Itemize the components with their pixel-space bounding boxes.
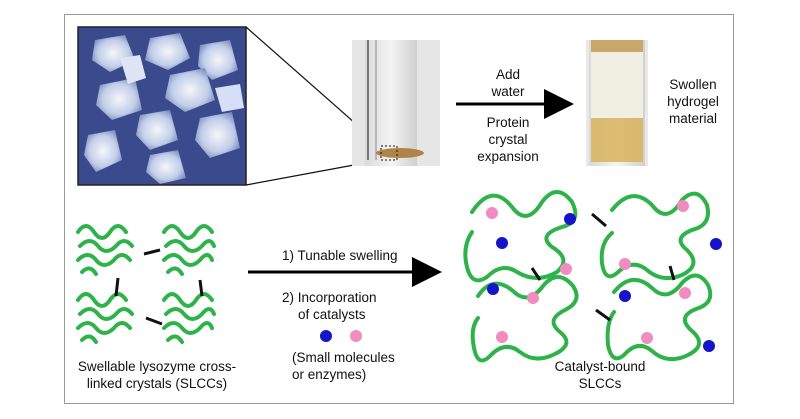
slcc-network bbox=[76, 224, 216, 344]
crystal-expansion-line-3: expansion bbox=[477, 149, 539, 164]
swollen-hydrogel-line-3: material bbox=[668, 111, 717, 126]
swollen-hydrogel-label: Swollen hydrogel material bbox=[650, 76, 736, 127]
enzyme-catalysts bbox=[486, 200, 691, 344]
crosslinks bbox=[114, 248, 204, 326]
enzyme-legend-dot bbox=[350, 330, 362, 342]
swollen-crosslinks bbox=[530, 212, 676, 322]
catalyst-note-line-1: (Small molecules bbox=[292, 350, 395, 365]
catalyst-bound-caption: Catalyst-bound SLCCs bbox=[540, 358, 660, 392]
add-water-label: Add water bbox=[470, 66, 546, 100]
add-water-line-1: Add bbox=[495, 67, 521, 82]
vial-photo-after bbox=[586, 40, 648, 166]
crystal-expansion-line-2: crystal bbox=[488, 132, 528, 147]
step-tunable-swelling: 1) Tunable swelling bbox=[282, 248, 398, 263]
step-incorporation-line-2: of catalysts bbox=[298, 307, 366, 322]
vial-photo-before bbox=[352, 40, 440, 166]
step-incorporation: 2) Incorporation of catalysts bbox=[282, 289, 442, 323]
slcc-caption: Swellable lysozyme cross- linked crystal… bbox=[64, 358, 250, 392]
swollen-hydrogel-line-2: hydrogel bbox=[667, 94, 719, 109]
step-incorporation-line-1: 2) Incorporation bbox=[282, 290, 377, 305]
figure-frame bbox=[64, 14, 734, 404]
catalyst-bound-line-1: Catalyst-bound bbox=[554, 359, 646, 374]
catalyst-bound-network bbox=[463, 190, 722, 363]
swollen-hydrogel-line-1: Swollen bbox=[669, 77, 717, 92]
slcc-caption-line-1: Swellable lysozyme cross- bbox=[77, 359, 237, 374]
protein-chains bbox=[76, 224, 216, 344]
catalyst-note-line-2: or enzymes) bbox=[292, 367, 367, 382]
small-molecule-catalysts bbox=[487, 213, 722, 352]
crystal-expansion-line-1: Protein bbox=[486, 115, 530, 130]
crystal-expansion-label: Protein crystal expansion bbox=[468, 114, 548, 165]
small-molecule-legend-dot bbox=[320, 330, 332, 342]
crystal-micrograph bbox=[77, 26, 247, 186]
catalyst-bound-line-2: SLCCs bbox=[578, 376, 622, 391]
catalyst-note: (Small molecules or enzymes) bbox=[292, 349, 452, 383]
slcc-caption-line-2: linked crystals (SLCCs) bbox=[86, 376, 228, 391]
add-water-line-2: water bbox=[491, 84, 525, 99]
